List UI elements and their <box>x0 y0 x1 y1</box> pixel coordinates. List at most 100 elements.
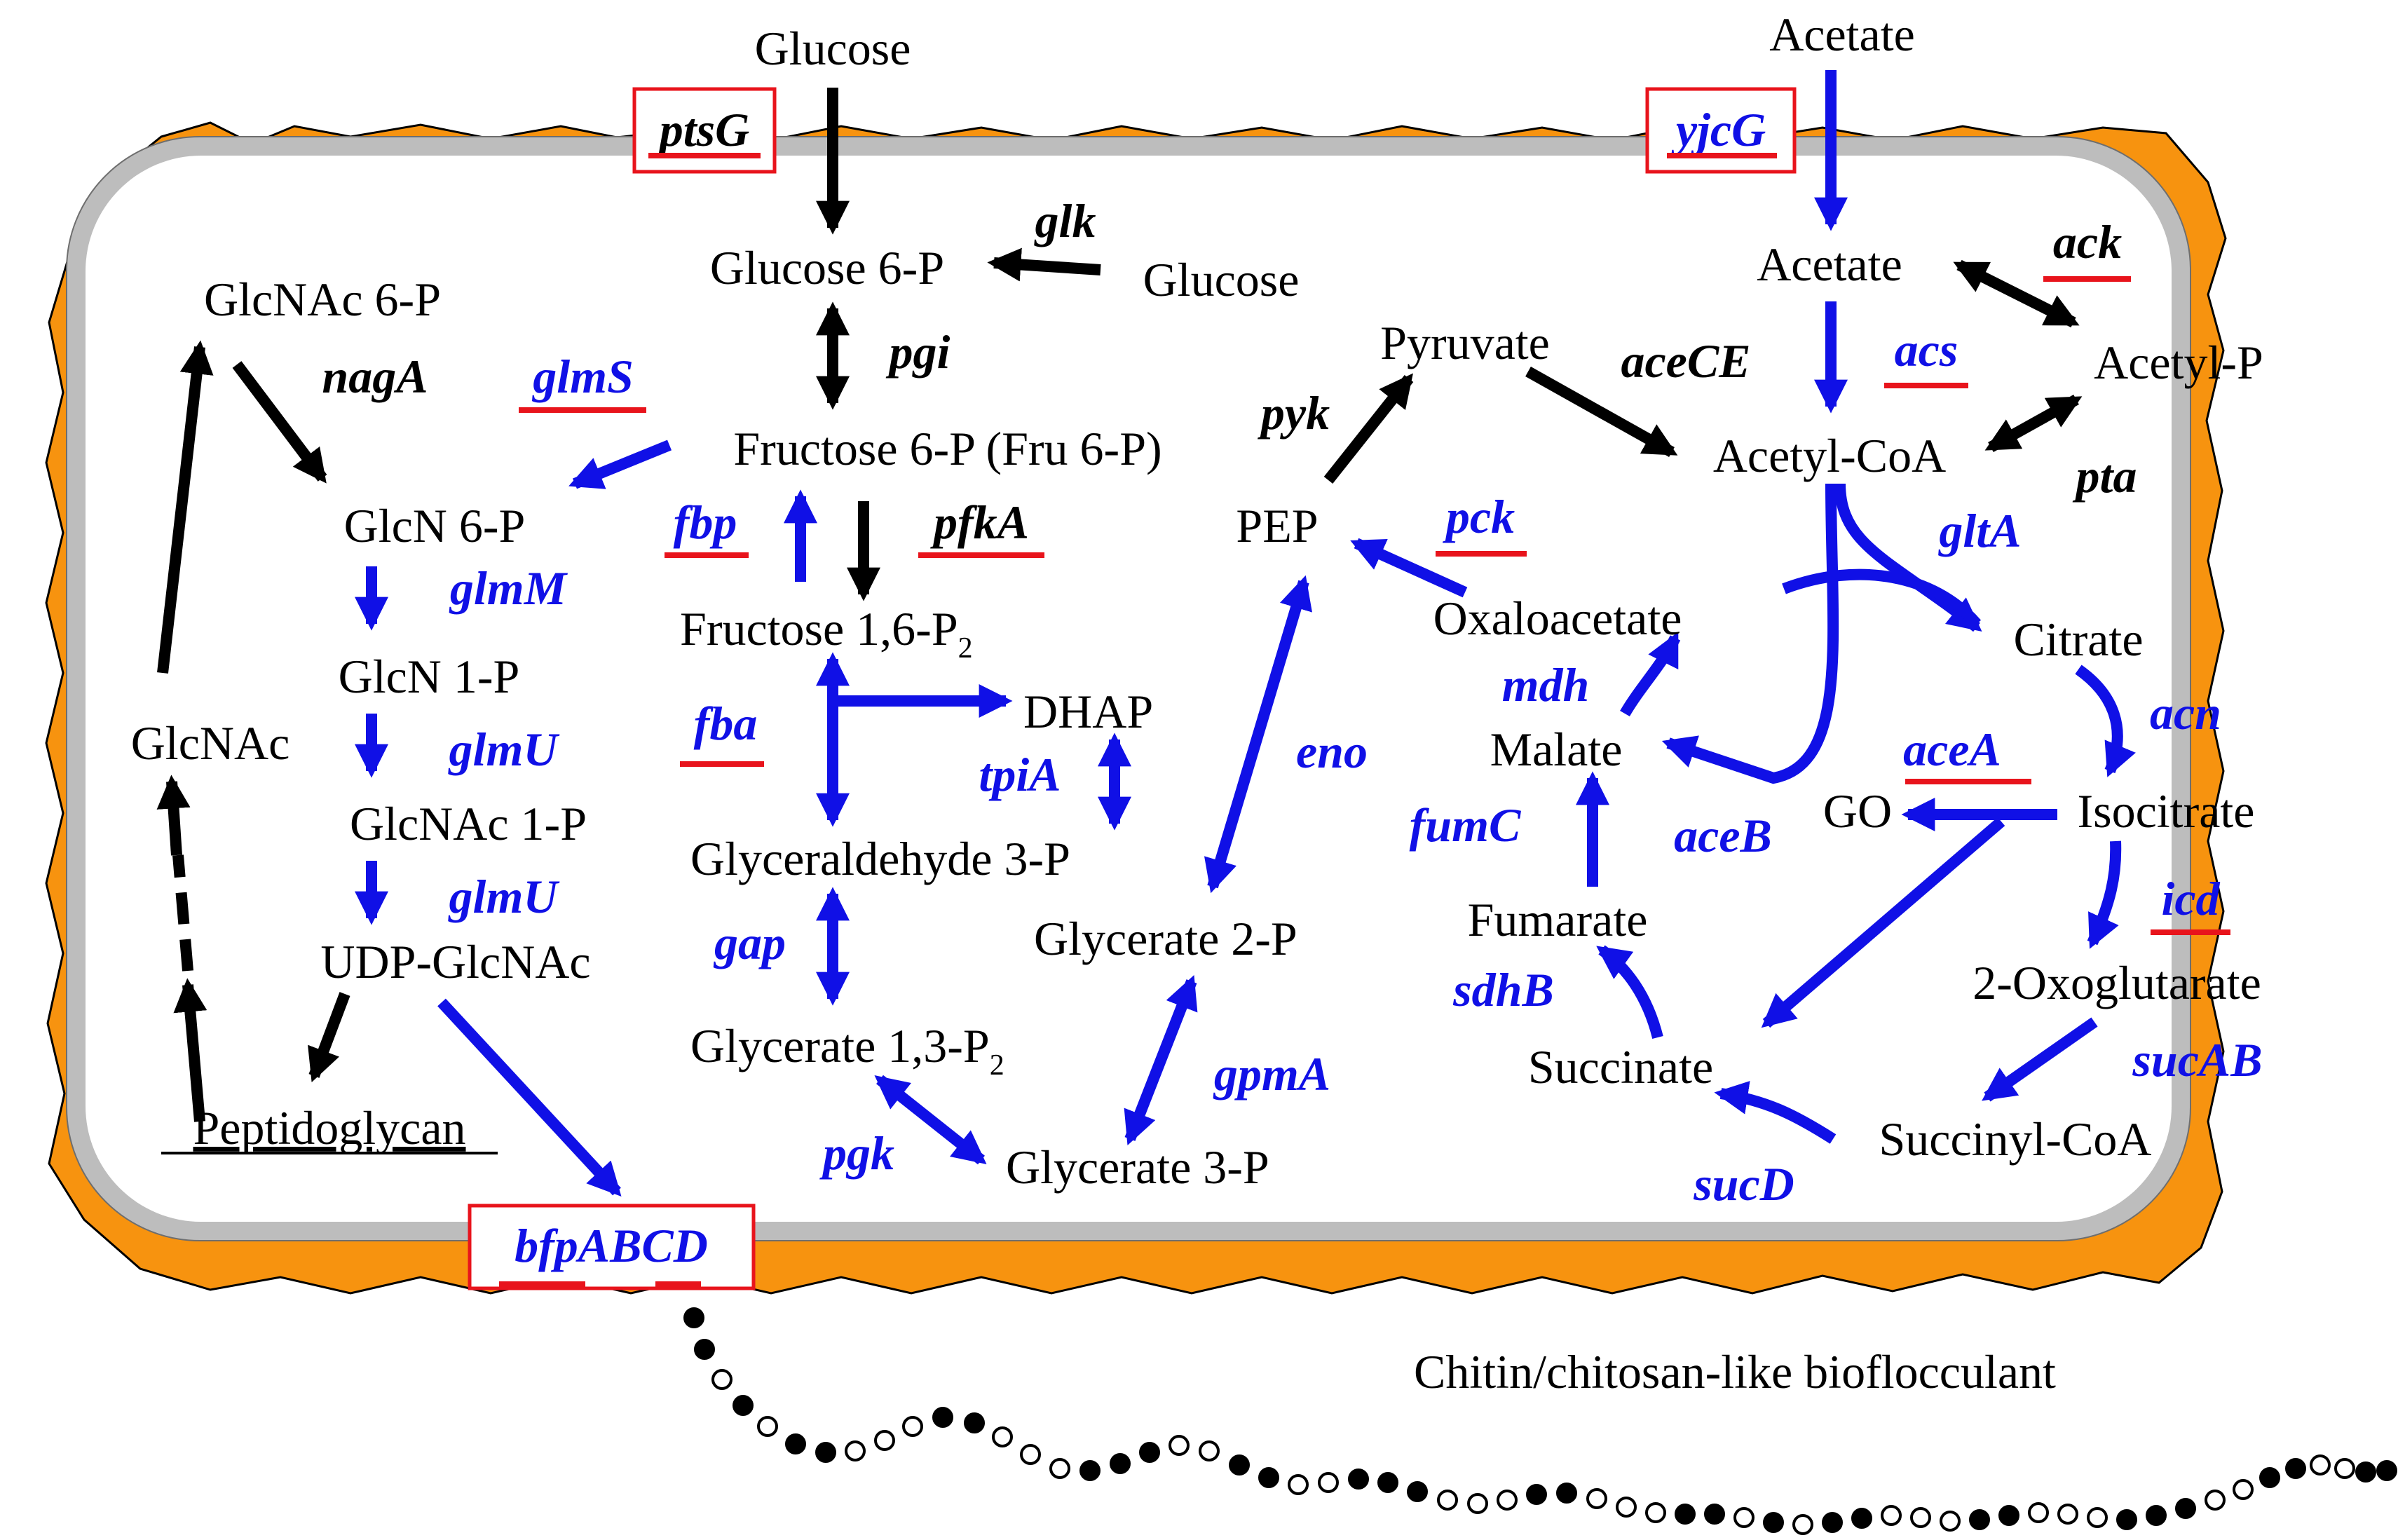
arrow-naga <box>232 361 327 484</box>
metabolite-2-oxoglutarate: 2-Oxoglutarate <box>1973 956 2261 1009</box>
metabolite-fructose-16p: Fructose 1,6-P2 <box>680 602 973 665</box>
metabolite-fructose-6p: Fructose 6-P (Fru 6-P) <box>733 422 1161 475</box>
metabolite-glcn-1p: GlcN 1-P <box>339 650 520 703</box>
polymer-bead <box>1763 1512 1784 1533</box>
arrow-bfp <box>437 998 622 1197</box>
gene-nagA: nagA <box>322 350 428 403</box>
polymer-bead <box>992 1426 1013 1447</box>
arrow-sucAB <box>1982 1017 2098 1102</box>
polymer-bead <box>2028 1502 2049 1523</box>
polymer-bead <box>1556 1483 1577 1504</box>
gene-aceA: aceA <box>1903 723 2001 776</box>
metabolite-dhap: DHAP <box>1023 685 1153 738</box>
metabolite-glucose-internal: Glucose <box>1143 253 1300 306</box>
polymer-bead <box>964 1412 985 1433</box>
arrow-pyk <box>1323 373 1414 484</box>
polymer-bead <box>1822 1512 1843 1533</box>
polymer-bead <box>2310 1454 2331 1476</box>
arrow-eno <box>1204 575 1312 894</box>
gene-acn: acn <box>2150 686 2221 740</box>
polymer-bead <box>1110 1453 1131 1474</box>
polymer-bead <box>2146 1505 2167 1526</box>
polymer-bead <box>1407 1481 1428 1502</box>
polymer-bead <box>1675 1504 1696 1525</box>
cytoplasm <box>86 156 2172 1222</box>
gene-glmU-second: glmU <box>448 870 561 923</box>
gene-glmS: glmS <box>531 350 634 403</box>
gene-pgk: pgk <box>819 1126 894 1180</box>
gene-pyk: pyk <box>1258 386 1330 439</box>
metabolite-fumarate: Fumarate <box>1468 893 1648 946</box>
metabolite-citrate: Citrate <box>2013 613 2143 666</box>
arrow-isocitrate-succinate <box>1761 817 2005 1028</box>
polymer-bead <box>1586 1488 1607 1509</box>
arrow-glmS <box>568 439 672 489</box>
metabolite-peptidoglycan: Peptidoglycan <box>193 1101 465 1154</box>
polymer-bead <box>1020 1444 1041 1465</box>
polymer-bead <box>733 1395 754 1416</box>
metabolite-glcnac-1p: GlcNAc 1-P <box>350 797 587 850</box>
metabolite-pyruvate: Pyruvate <box>1380 316 1550 369</box>
polymer-bead <box>2087 1507 2108 1528</box>
metabolite-glycerate-3p: Glycerate 3-P <box>1006 1140 1269 1194</box>
gene-sdhB: sdhB <box>1452 963 1554 1016</box>
arrow-pgk <box>874 1075 987 1165</box>
blue-arrows <box>355 70 2136 1197</box>
gene-sucAB: sucAB <box>2132 1033 2262 1086</box>
arrow-udp-peptidoglycan <box>308 992 350 1082</box>
metabolite-labels: Glucose Acetate Glucose 6-P Glucose GlcN… <box>131 8 2263 1398</box>
polymer-bead <box>815 1442 836 1463</box>
polymer-bead <box>1910 1507 1931 1528</box>
gene-aceCE: aceCE <box>1621 334 1750 388</box>
polymer-bead <box>1733 1507 1755 1528</box>
arrow-icd <box>2087 840 2122 949</box>
polymer-bead <box>2355 1461 2376 1483</box>
arrow-glyoxylate-shunt <box>1661 483 1839 784</box>
polymer-bead <box>1169 1435 1190 1456</box>
polymer-bead <box>1998 1505 2019 1526</box>
polymer-bead <box>874 1430 895 1451</box>
gene-tpiA: tpiA <box>979 748 1061 801</box>
polymer-bead <box>1377 1472 1398 1493</box>
polymer-bead <box>1704 1504 1725 1525</box>
metabolite-malate: Malate <box>1490 723 1623 776</box>
polymer-bead <box>1318 1472 1339 1493</box>
polymer-bead <box>2057 1504 2078 1525</box>
polymer-bead <box>683 1307 704 1328</box>
gene-icd: icd <box>2161 872 2220 925</box>
metabolite-glycerate-2p: Glycerate 2-P <box>1034 912 1297 965</box>
polymer-bead <box>1467 1493 1488 1514</box>
arrow-ack <box>1953 259 2080 328</box>
gene-pta: pta <box>2073 449 2137 503</box>
arrow-gpmA <box>1124 975 1198 1145</box>
polymer-bead <box>1497 1490 1518 1511</box>
metabolite-succinate: Succinate <box>1528 1040 1713 1093</box>
polymer-bead <box>1645 1502 1666 1523</box>
polymer-bead <box>902 1416 923 1437</box>
polymer-bead <box>1049 1458 1070 1479</box>
metabolite-acetyl-p: Acetyl-P <box>2094 336 2263 389</box>
arrow-glcnac-up <box>157 340 214 674</box>
metabolite-glyceraldehyde-3p: Glyceraldehyde 3-P <box>690 832 1070 885</box>
metabolite-glcn-6p: GlcN 6-P <box>344 499 526 552</box>
polymer-bead <box>2259 1467 2280 1488</box>
gene-glmM: glmM <box>449 561 568 615</box>
metabolite-glcnac: GlcNAc <box>131 716 290 770</box>
gene-fba: fba <box>694 697 758 750</box>
metabolite-glycerate-13p: Glycerate 1,3-P2 <box>690 1019 1004 1082</box>
polymer-bead <box>1940 1511 1961 1532</box>
arrow-acn <box>2075 665 2136 777</box>
arrow-peptidoglycan-dashed <box>172 854 193 972</box>
arrow-glcnac-dashed-head <box>156 775 191 856</box>
polymer-bead <box>1969 1509 1990 1530</box>
polymer-bead <box>1079 1460 1101 1481</box>
gene-bfpABCD: bfpABCD <box>515 1219 708 1272</box>
gene-sucD: sucD <box>1693 1157 1794 1211</box>
polymer-bead <box>1792 1514 1813 1535</box>
polymer-bead <box>1288 1474 1309 1495</box>
gene-pfkA: pfkA <box>930 496 1029 549</box>
gene-mdh: mdh <box>1502 658 1590 711</box>
gene-glmU-first: glmU <box>448 723 561 776</box>
polymer-bead <box>1258 1467 1279 1488</box>
